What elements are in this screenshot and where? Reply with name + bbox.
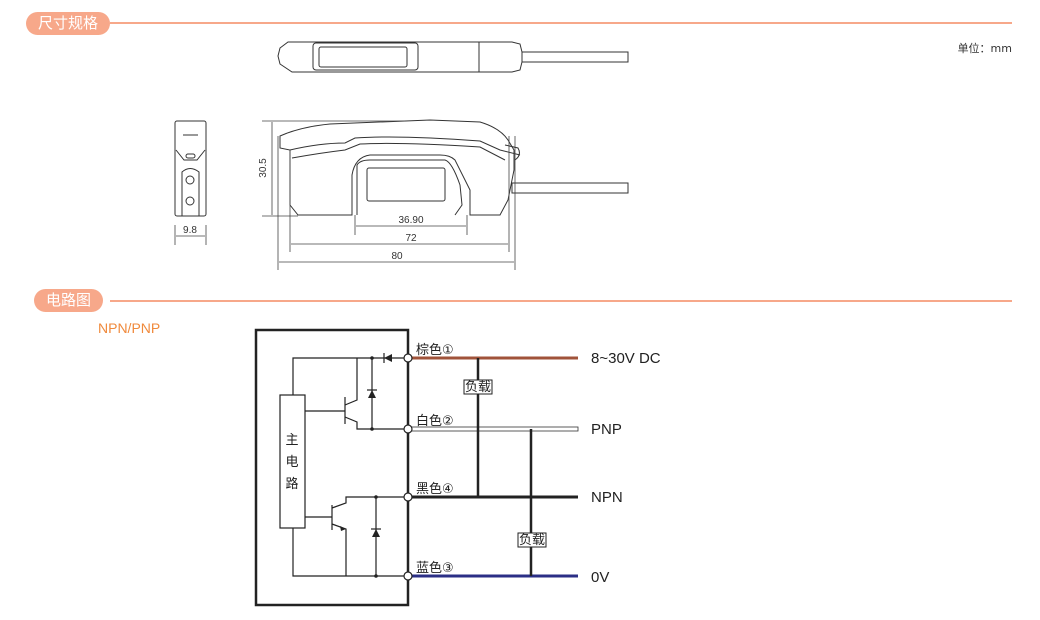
dim-width: 9.8 xyxy=(183,225,197,236)
dim-total: 80 xyxy=(391,251,403,262)
front-view-drawing: 9.8 xyxy=(174,120,207,245)
output-supply: 8~30V DC xyxy=(591,350,661,367)
output-npn: NPN xyxy=(591,489,623,506)
dim-height: 30.5 xyxy=(258,158,269,178)
wire-label-black: 黑色④ xyxy=(416,481,454,497)
output-0v: 0V xyxy=(591,569,609,586)
svg-text:主: 主 xyxy=(285,433,298,448)
circuit-diagram: 主 电 路 xyxy=(254,328,661,607)
unit-label: 单位：mm xyxy=(957,42,1012,55)
svg-text:路: 路 xyxy=(285,476,298,492)
output-pnp: PNP xyxy=(591,421,622,438)
wire-label-blue: 蓝色③ xyxy=(416,560,454,576)
load-box xyxy=(463,379,493,395)
main-circuit-block xyxy=(279,394,306,529)
side-view-drawing: 30.5 36.90 72 80 xyxy=(258,119,629,270)
section-divider xyxy=(110,300,1012,302)
top-view-drawing xyxy=(277,41,629,73)
svg-text:负载: 负载 xyxy=(465,380,491,395)
section-divider xyxy=(110,22,1012,24)
wire-label-brown: 棕色① xyxy=(416,342,454,358)
section-title-dimensions: 尺寸规格 xyxy=(26,12,111,35)
wire-label-white: 白色② xyxy=(416,413,454,429)
svg-text:负载: 负载 xyxy=(519,533,545,548)
load-box xyxy=(517,532,547,548)
dim-body: 72 xyxy=(405,233,417,244)
circuit-subtitle: NPN/PNP xyxy=(98,320,161,336)
dim-window: 36.90 xyxy=(398,215,423,226)
svg-text:电: 电 xyxy=(285,455,298,470)
section-title-circuit: 电路图 xyxy=(34,289,104,312)
